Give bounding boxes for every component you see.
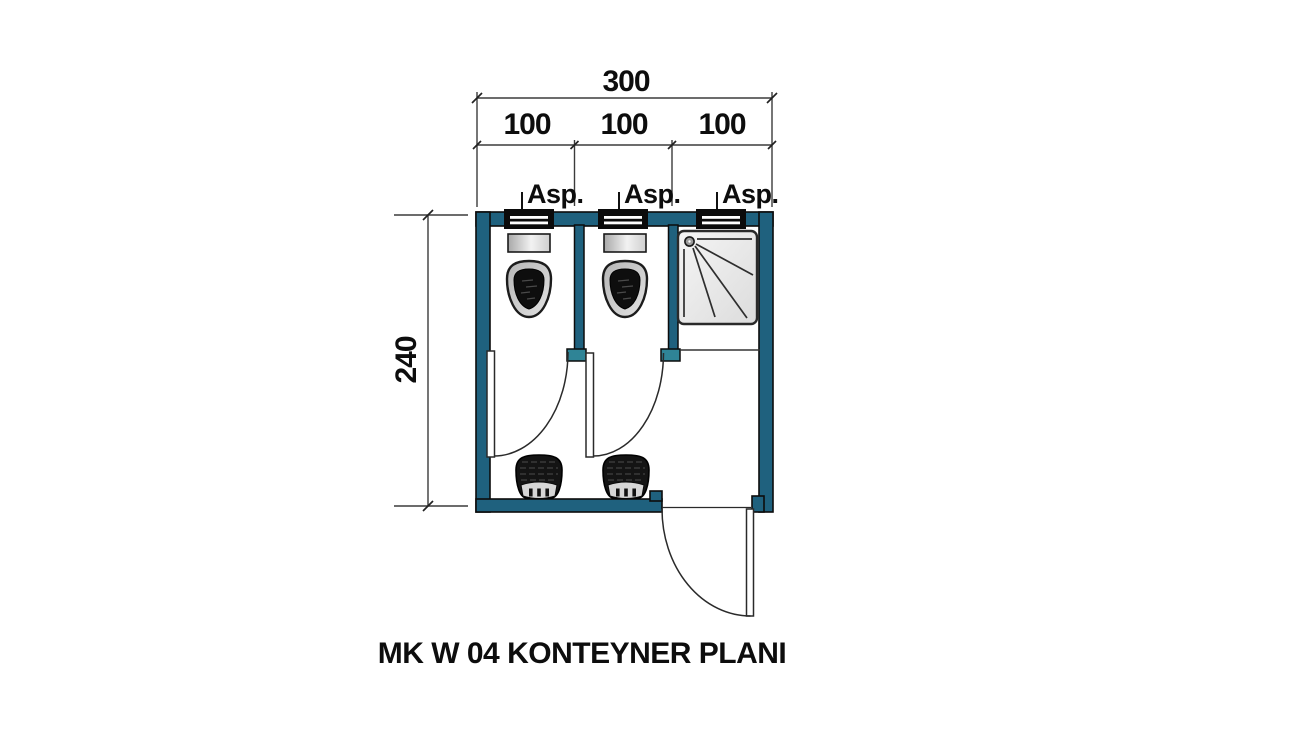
dimension-bay-2-label: 100: [600, 108, 648, 141]
cistern-2-icon: [603, 233, 647, 253]
partition-1: [566, 224, 587, 362]
stall-door-2-swing-icon: [585, 352, 665, 458]
wc-pan-2-icon: [601, 259, 649, 319]
dimension-lines: [394, 92, 778, 512]
washbasin-1-icon: [515, 454, 563, 499]
stall-door-1-swing-icon: [486, 350, 569, 458]
dimension-total-depth-label: 240: [390, 336, 423, 384]
aspirator-label-3: Asp.: [722, 179, 779, 209]
entrance-door-swing-icon: [661, 506, 755, 617]
vent-louver-icons: [504, 192, 746, 229]
vent-3-icon: [696, 209, 746, 229]
plan-title: MK W 04 KONTEYNER PLANI: [377, 637, 787, 670]
aspirator-label-1: Asp.: [527, 179, 584, 209]
dimension-bay-3-label: 100: [698, 108, 746, 141]
shower-tray-icon: [676, 229, 759, 326]
dimension-bay-1-label: 100: [503, 108, 551, 141]
dimension-total-width-label: 300: [602, 65, 650, 98]
aspirator-label-2: Asp.: [624, 179, 681, 209]
vent-2-icon: [598, 209, 648, 229]
vent-1-icon: [504, 209, 554, 229]
wc-pan-1-icon: [505, 259, 553, 319]
washbasin-2-icon: [602, 454, 650, 499]
cistern-1-icon: [507, 233, 551, 253]
